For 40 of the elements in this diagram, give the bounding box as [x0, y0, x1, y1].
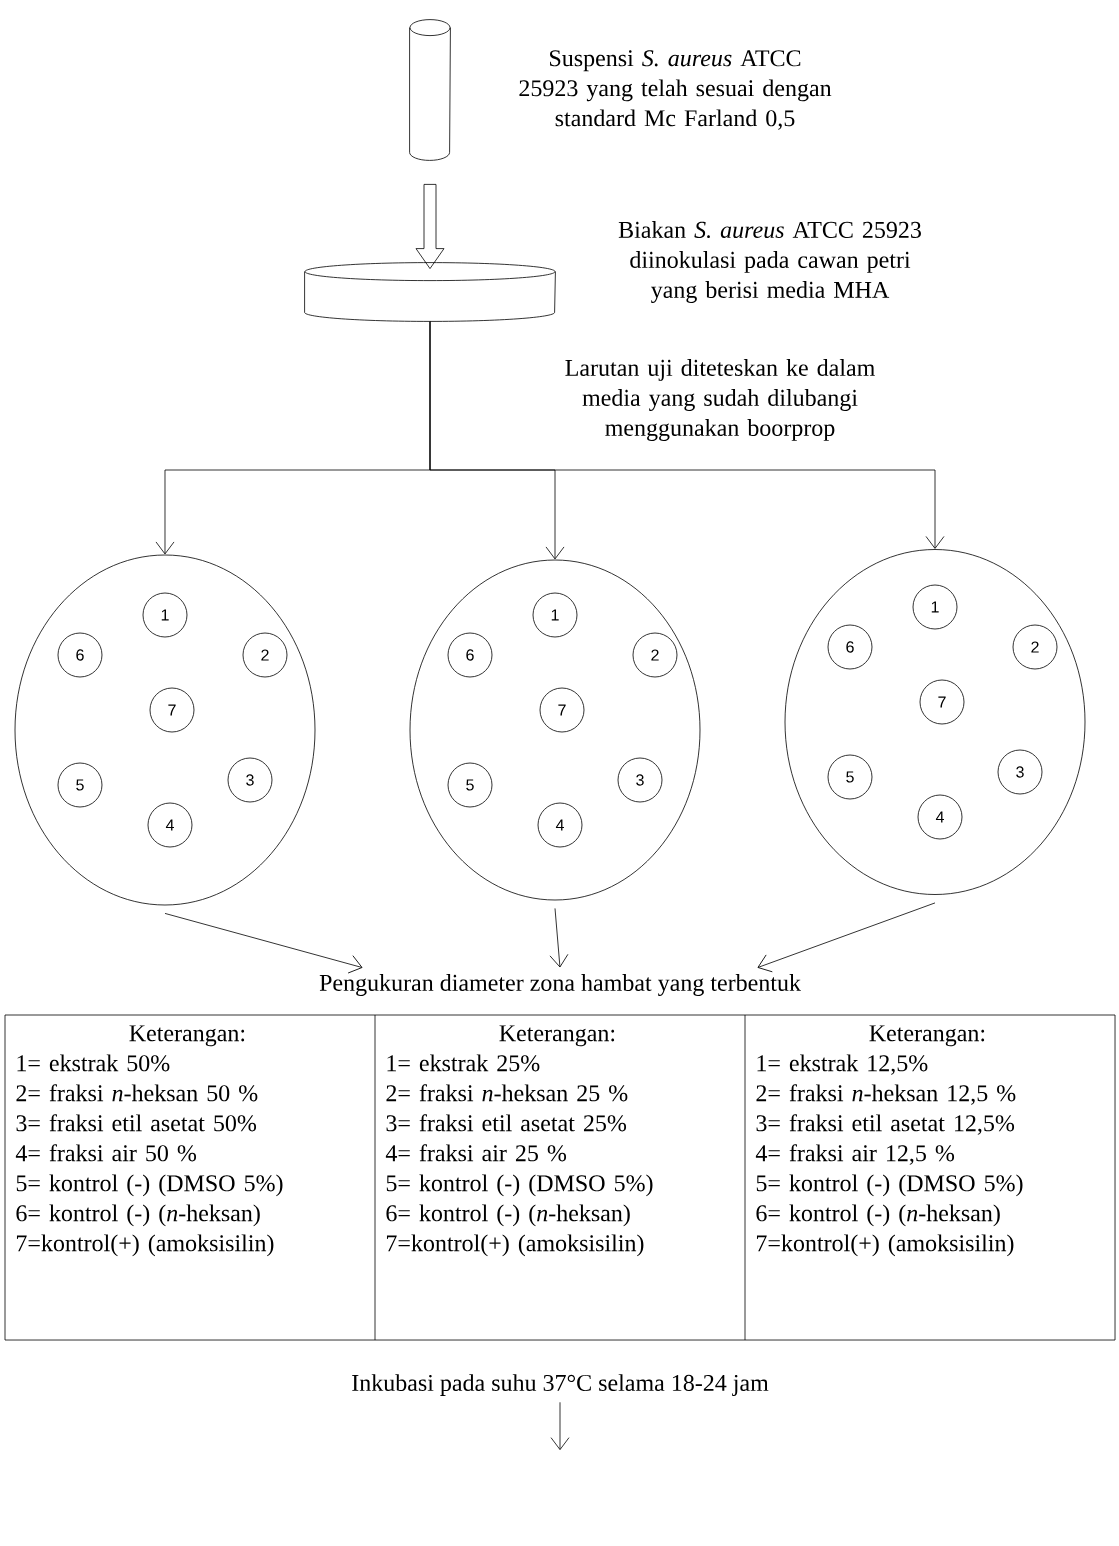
table-text: 3= fraksi etil asetat 12,5%: [756, 1114, 1015, 1135]
table-text: 1= ekstrak 50%: [17, 1054, 170, 1072]
table-text: 6= kontrol (-) (n-heksan): [386, 1204, 630, 1227]
arrow: [549, 908, 569, 968]
table-text: Keterangan:: [869, 1025, 985, 1047]
arrow: [550, 1401, 570, 1451]
table-text: 3= fraksi etil asetat 25%: [386, 1114, 627, 1132]
table-text: Keterangan:: [129, 1025, 245, 1047]
arrow: [757, 902, 936, 973]
step-text: Pengukuran diameter zona hambat yang terbentuk: [319, 974, 801, 996]
table-text: 1= ekstrak 12,5%: [757, 1054, 928, 1075]
step-text: Inkubasi pada suhu 37°C selama 18-24 jam: [352, 1374, 769, 1396]
table-text: 7=kontrol(+) (amoksisilin): [16, 1234, 274, 1257]
step-text: Biakan S. aureus ATCC 25923 diinokulasi pada cawan petri yang berisi media MHA: [618, 221, 921, 303]
tube-drawing: [409, 19, 451, 161]
table-text: 2= fraksi n-heksan 25 %: [386, 1084, 628, 1102]
step-text: Larutan uji diteteskan ke dalam media yang sudah dilubangi menggunakan boorprop: [565, 359, 875, 441]
step-text: Suspensi S. aureus ATCC 25923 yang telah sesuai dengan standard Mc Farland 0,5: [519, 50, 832, 130]
table-text: 5= kontrol (-) (DMSO 5%): [386, 1174, 653, 1197]
agar-plate: [14, 554, 316, 906]
table-text: 2= fraksi n-heksan 12,5 %: [756, 1084, 1016, 1105]
table-text: 7=kontrol(+) (amoksisilin): [757, 1234, 1014, 1257]
block-arrow: [415, 184, 445, 269]
arrow: [429, 321, 945, 549]
table-text: 5= kontrol (-) (DMSO 5%): [756, 1174, 1023, 1197]
table-text: Keterangan:: [499, 1025, 615, 1047]
table-text: 3= fraksi etil asetat 50%: [16, 1114, 257, 1132]
table-text: 4= fraksi air 12,5 %: [755, 1144, 955, 1165]
arrow: [164, 913, 363, 974]
table-text: 4= fraksi air 50 %: [15, 1144, 197, 1162]
table-text: 7=kontrol(+) (amoksisilin): [386, 1234, 644, 1257]
agar-plate: [409, 559, 701, 901]
agar-plate: [784, 549, 1086, 895]
table-text: 5= kontrol (-) (DMSO 5%): [16, 1174, 283, 1197]
table-text: 6= kontrol (-) (n-heksan): [16, 1204, 260, 1227]
table-text: 4= fraksi air 25 %: [385, 1144, 567, 1162]
table-text: 6= kontrol (-) (n-heksan): [756, 1204, 1000, 1227]
table-text: 1= ekstrak 25%: [387, 1054, 540, 1072]
petri-dish-drawing: [304, 262, 556, 322]
table-text: 2= fraksi n-heksan 50 %: [16, 1084, 258, 1102]
